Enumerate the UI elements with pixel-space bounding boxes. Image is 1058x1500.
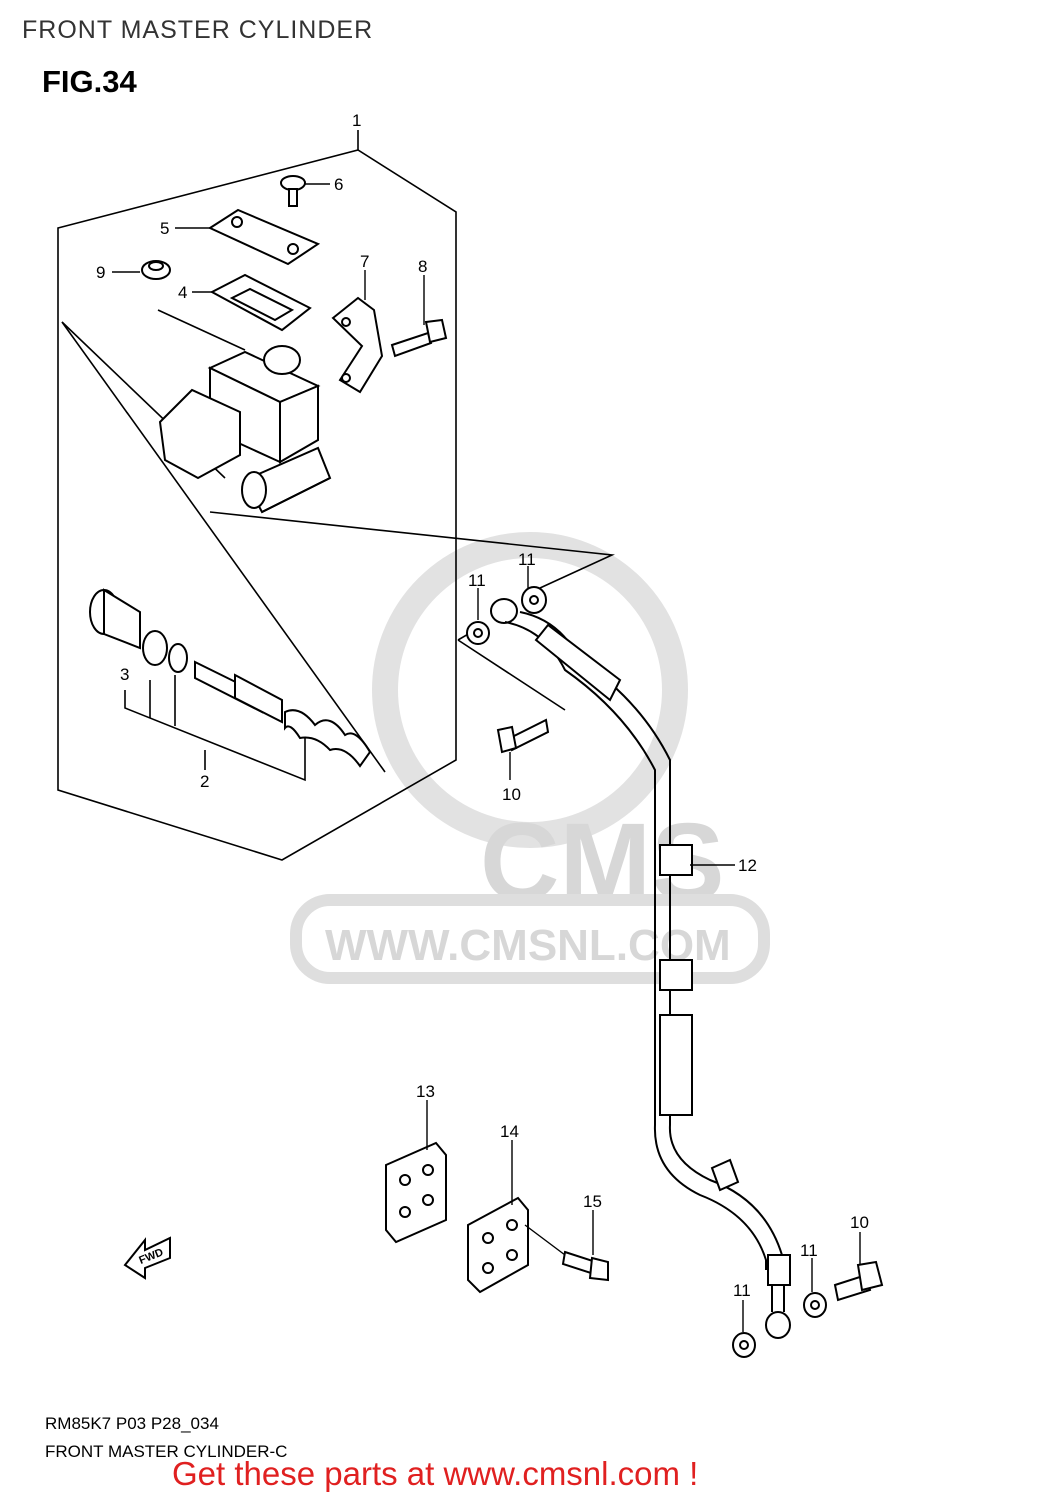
callout-4: 4 [178,283,187,302]
washer-part-11-top-right [521,586,547,614]
callout-5: 5 [160,219,169,238]
callout-6: 6 [334,175,343,194]
callout-2: 2 [200,772,209,791]
callout-8: 8 [418,257,427,276]
washer-part-11-bottom-left [732,1332,756,1358]
callout-11-bottom-left: 11 [733,1281,751,1300]
callout-12: 12 [738,856,757,875]
banjo-bolt-part-10-top [496,718,550,754]
piston-kit [89,588,372,768]
master-cylinder-body [158,345,332,514]
banjo-bolt-part-10-bottom [833,1260,884,1302]
washer-part-11-top [466,621,490,645]
callout-3: 3 [120,665,129,684]
assembly-frame [57,130,615,861]
washer-part-11-bottom [803,1292,827,1318]
callout-10-bottom: 10 [850,1213,869,1232]
hose-guide-part-14 [467,1196,529,1294]
hose-guide-part-13 [385,1141,447,1244]
parts [89,175,884,1358]
callout-15: 15 [583,1192,602,1211]
model-code: RM85K7 P03 P28_034 [45,1414,219,1433]
diaphragm-part-4 [209,273,312,332]
callout-10-top: 10 [502,785,521,804]
shop-link-banner[interactable]: Get these parts at www.cmsnl.com ! [172,1455,699,1492]
leader-lines [112,183,861,1332]
bolt-part-15 [561,1250,609,1282]
forward-direction-icon [123,1236,171,1280]
callout-7: 7 [360,252,369,271]
figure-number: FIG.34 [42,64,137,99]
screw-part-6 [280,175,306,207]
hose-sleeves [534,623,740,1192]
callout-14: 14 [500,1122,519,1141]
lower-banjo-fitting [765,1254,791,1339]
callouts: 1 2 3 4 5 6 7 8 9 10 10 11 11 11 11 12 1… [96,111,869,1300]
callout-11-top-left: 11 [468,571,486,590]
holder-part-7 [331,296,384,394]
boot-part-9 [141,260,171,280]
reservoir-cap-part-5 [207,208,321,266]
callout-9: 9 [96,263,105,282]
callout-11-bottom-right: 11 [800,1241,818,1260]
bolt-part-8 [390,318,448,358]
callout-1: 1 [352,111,361,130]
callout-11-top-right: 11 [518,550,536,569]
page-title: FRONT MASTER CYLINDER [22,16,374,44]
diagram-caption: FRONT MASTER CYLINDER-C [45,1442,288,1461]
callout-13: 13 [416,1082,435,1101]
